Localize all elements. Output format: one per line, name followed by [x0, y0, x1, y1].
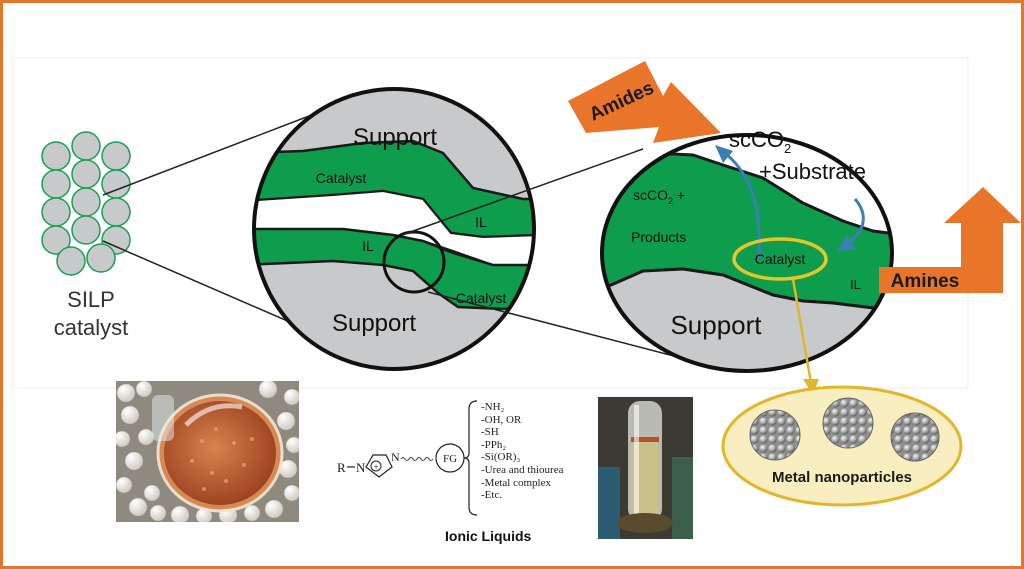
catalyst-label-lower: Catalyst	[456, 290, 507, 306]
r-label: R	[337, 460, 346, 475]
il-label-upper: IL	[475, 214, 487, 230]
magnifier-circle	[382, 230, 446, 294]
substrate-label: +Substrate	[759, 159, 866, 184]
zoom-line-2-upper	[401, 148, 644, 236]
support-label: Support	[670, 310, 762, 340]
test-tube-photo	[598, 397, 693, 539]
il-label-lower: IL	[362, 238, 374, 254]
support-label-top: Support	[353, 124, 437, 151]
catalyst-label: Catalyst	[755, 251, 806, 267]
catalyst-label-upper: Catalyst	[316, 170, 367, 186]
ionic-liquids-caption: Ionic Liquids	[445, 528, 532, 544]
support-label-bottom: Support	[332, 310, 416, 337]
zoom-line-upper	[102, 102, 344, 196]
alkyl-linker	[400, 457, 434, 461]
np-pointer-line	[791, 278, 813, 384]
functional-group-item: -OH, OR	[481, 413, 522, 426]
functional-group-item: -PPh₂	[481, 438, 507, 451]
silp-diagram: SILP catalyst Support Support Catalyst C…	[12, 57, 1021, 516]
silp-label-line1: SILP	[67, 287, 115, 312]
silp-label-line2: catalyst	[54, 315, 129, 340]
n-label-1: N	[356, 460, 366, 475]
nanoparticles-bubble: Metal nanoparticles	[721, 385, 963, 507]
functional-group-list: -NH₂ -OH, OR -SH -PPh₂ -Si(OR)₃ -Urea an…	[481, 401, 563, 502]
zoom-circle-2: scCO2 +Substrate scCO2 + Products Cataly…	[600, 127, 894, 373]
functional-group-item: -Si(OR)₃	[481, 451, 521, 464]
nanoparticles-label: Metal nanoparticles	[772, 469, 912, 486]
fg-label: FG	[443, 453, 457, 465]
functional-group-item: -Urea and thiourea	[481, 463, 564, 476]
il-label: IL	[850, 277, 861, 292]
flow-arrow-out	[724, 151, 761, 260]
functional-group-item: -NH₂	[481, 401, 505, 413]
amines-arrow: Amines	[879, 187, 1021, 293]
n-label-2: N	[391, 450, 400, 464]
products-scco2-label: scCO2 +	[633, 187, 685, 206]
zoom-circle-1: Support Support Catalyst Catalyst IL IL	[252, 87, 536, 371]
catalyst-ring	[732, 237, 828, 281]
nanoparticle-cluster-1	[749, 409, 801, 461]
group-bracket	[463, 400, 478, 516]
ionic-liquid-structure: R N + N FG	[337, 400, 478, 516]
flow-arrow-in-head	[837, 235, 855, 251]
functional-group-item: -Metal complex	[481, 476, 551, 489]
plus-sign: +	[373, 462, 378, 472]
scco2-label: scCO2	[729, 127, 791, 156]
functional-group-item: -Etc.	[481, 489, 503, 502]
amides-arrow: Amides	[568, 61, 721, 143]
functional-group-item: -SH	[481, 426, 499, 439]
amines-label: Amines	[891, 271, 960, 292]
imidazolium-ring	[365, 454, 393, 478]
reactor-flask-photo	[116, 381, 299, 522]
np-pointer-head	[803, 379, 819, 395]
nanoparticle-cluster-3	[890, 412, 940, 462]
flow-arrow-out-head	[715, 145, 733, 163]
products-label: Products	[631, 229, 686, 245]
zoom-line-2-lower	[427, 291, 694, 362]
nanoparticle-cluster-2	[822, 397, 874, 449]
silp-particle-cluster	[41, 131, 131, 276]
